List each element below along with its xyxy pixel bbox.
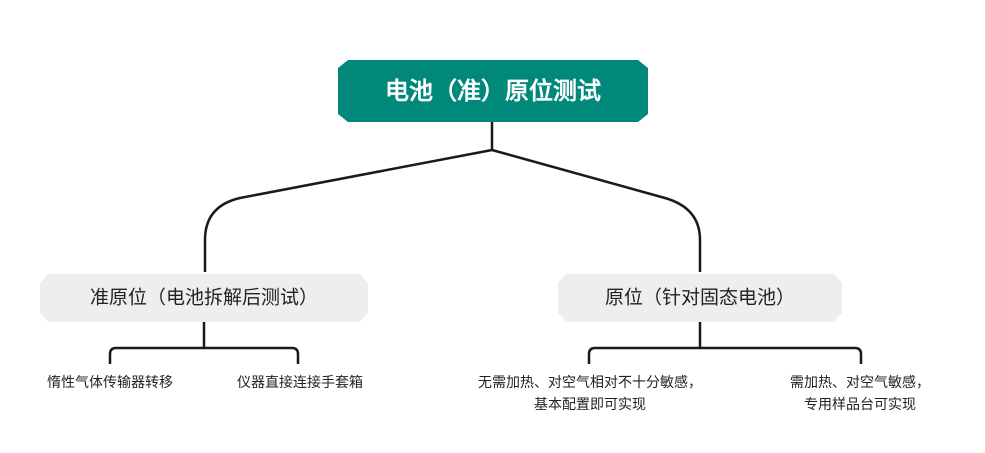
branch-title: 准原位（电池拆解后测试）	[90, 287, 318, 309]
connector-to-branch-1	[203, 148, 493, 272]
root-connectors	[203, 122, 702, 272]
leaf-basic-config: 无需加热、对空气相对不十分敏感， 基本配置即可实现	[440, 372, 740, 416]
leaf-brackets	[108, 322, 863, 364]
branch-1-bracket	[108, 346, 300, 364]
root-node[interactable]: 电池（准）原位测试	[338, 60, 648, 122]
leaf-glovebox-connection: 仪器直接连接手套箱	[210, 372, 390, 394]
branch-node-shape	[558, 274, 842, 322]
leaf-inert-gas-transfer: 惰性气体传输器转移	[20, 372, 200, 394]
branch-node-in-situ[interactable]: 原位（针对固态电池）	[558, 274, 842, 322]
leaf-line: 仪器直接连接手套箱	[237, 375, 363, 391]
leaf-line: 惰性气体传输器转移	[47, 375, 173, 391]
branch-node-shape	[40, 274, 368, 322]
root-title: 电池（准）原位测试	[385, 77, 601, 105]
branch-2-bracket	[587, 346, 863, 364]
leaf-line: 需加热、对空气敏感，	[790, 375, 930, 391]
leaf-line: 专用样品台可实现	[804, 397, 916, 413]
connector-to-branch-2	[491, 148, 702, 272]
branch-title: 原位（针对固态电池）	[605, 287, 795, 309]
leaf-line: 无需加热、对空气相对不十分敏感，	[478, 375, 702, 391]
branch-node-quasi-in-situ[interactable]: 准原位（电池拆解后测试）	[40, 274, 368, 322]
root-node-shape	[338, 60, 648, 122]
leaf-special-sample-stage: 需加热、对空气敏感， 专用样品台可实现	[755, 372, 965, 416]
leaf-line: 基本配置即可实现	[534, 397, 646, 413]
